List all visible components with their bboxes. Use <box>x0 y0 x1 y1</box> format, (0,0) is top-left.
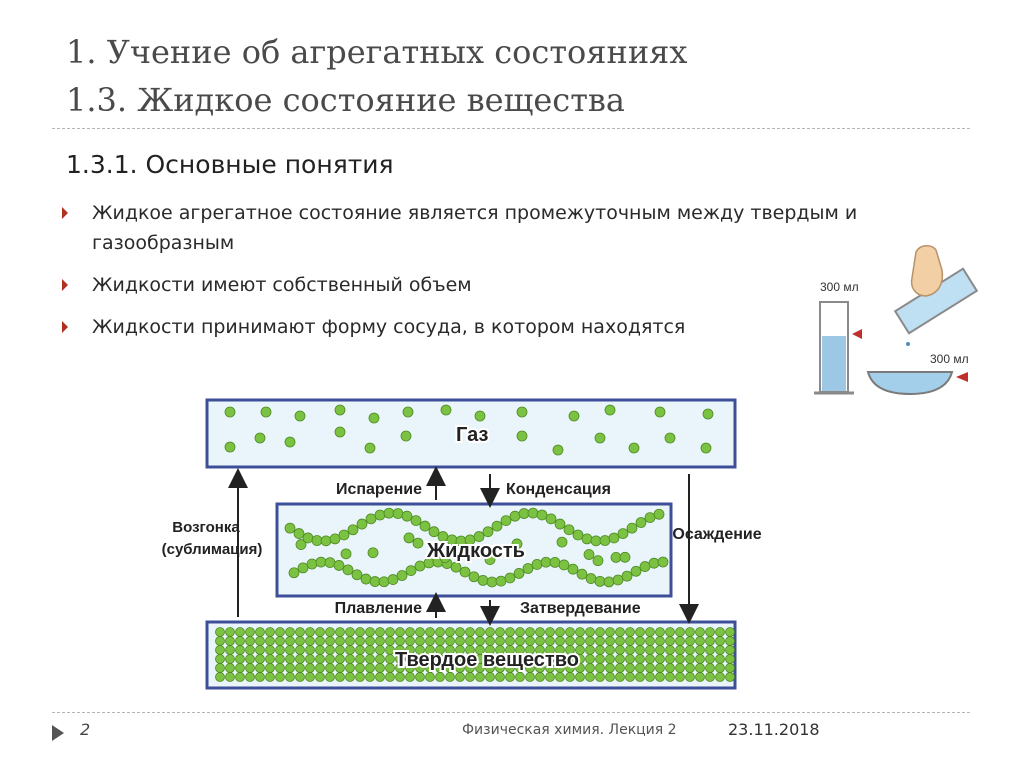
level-marker-icon <box>956 372 968 382</box>
bullet-item: Жидкое агрегатное состояние является про… <box>62 198 882 258</box>
gas-label: Газ <box>456 424 488 446</box>
bullet-item: Жидкости принимают форму сосуда, в котор… <box>62 312 882 342</box>
bullet-list: Жидкое агрегатное состояние является про… <box>62 198 882 354</box>
level-marker-icon <box>852 329 862 339</box>
cylinder-volume-label: 300 мл <box>820 280 859 294</box>
title-line-2: 1.3. Жидкое состояние вещества <box>66 81 625 119</box>
bullet-marker-icon <box>62 321 68 333</box>
cylinder-liquid <box>822 336 846 391</box>
drop-icon <box>906 342 910 346</box>
condensation-label: Конденсация <box>506 481 611 498</box>
bullet-marker-icon <box>62 279 68 291</box>
melting-label: Плавление <box>335 600 423 617</box>
deposition-label: Осаждение <box>672 526 761 543</box>
footer-course: Физическая химия. Лекция 2 <box>462 722 677 738</box>
page-number: 2 <box>80 720 91 739</box>
liquid-label: Жидкость <box>426 540 525 562</box>
dish-icon <box>866 371 954 396</box>
dish-volume-label: 300 мл <box>930 352 969 366</box>
solidification-label: Затвердевание <box>520 600 641 617</box>
sublimation-label-note: (сублимация) <box>162 541 263 558</box>
phase-transition-diagram: Газ Жидкость Твердое вещество Испарение … <box>162 398 762 690</box>
gas-box <box>205 398 737 469</box>
liquid-shape-illustration: 300 мл 300 мл <box>814 245 979 396</box>
title-line-1: 1. Учение об агрегатных состояниях <box>66 33 688 71</box>
footer-date: 23.11.2018 <box>728 720 820 739</box>
hand-icon <box>910 245 944 297</box>
solid-molecules <box>215 627 735 682</box>
footer-divider <box>52 712 970 713</box>
liquid-molecules <box>284 507 669 588</box>
gas-molecules <box>224 404 714 456</box>
section-heading: 1.3.1. Основные понятия <box>66 150 394 179</box>
bullet-marker-icon <box>62 207 68 219</box>
sublimation-label: Возгонка <box>172 519 240 536</box>
slide-title: 1. Учение об агрегатных состояниях 1.3. … <box>66 28 966 124</box>
title-divider <box>52 128 970 129</box>
footer-arrow-icon <box>52 725 64 741</box>
solid-label: Твердое вещество <box>395 649 579 671</box>
evaporation-label: Испарение <box>336 481 422 498</box>
bullet-item: Жидкости имеют собственный объем <box>62 270 882 300</box>
